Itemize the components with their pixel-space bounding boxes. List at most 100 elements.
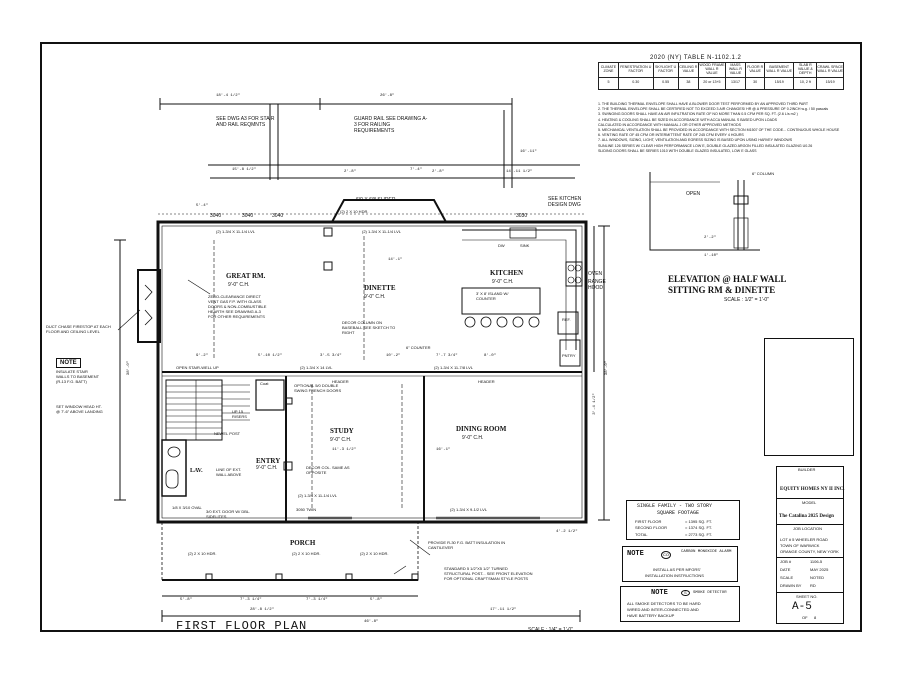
job-location-label: JOB LOCATION bbox=[793, 526, 823, 531]
window-head-note: SET WINDOW HEAD HT. @ 7'-6" ABOVE LANDIN… bbox=[56, 404, 103, 414]
header-label-2: HEADER bbox=[478, 379, 495, 384]
porch-hdr-3: (2) 2 X 10 HDR. bbox=[360, 551, 389, 556]
dim-3-5: 3'-5 3/4" bbox=[320, 354, 342, 358]
oven-label: OVEN bbox=[588, 271, 603, 277]
note-line: 6. VENTING RATE OF 45 CFM OR INTERMITTEN… bbox=[598, 133, 744, 138]
guard-rail-note: GUARD RAIL SEE DRAWING A-3 FOR RAILING R… bbox=[354, 116, 428, 134]
dim-3-4: 5'-4" bbox=[196, 204, 209, 208]
sink-label: SINK bbox=[520, 243, 530, 248]
open-stair-label: OPEN STAIR-WELL UP bbox=[176, 365, 219, 370]
scale-value: NOTED bbox=[810, 575, 824, 580]
ext-wall-note: LINE OF EXT. WALL ABOVE bbox=[216, 467, 242, 477]
tb-divider bbox=[776, 524, 844, 525]
energy-header: SKYLIGHT U FACTOR bbox=[652, 62, 679, 78]
ext-door-note: 3/0 EXT. DOOR W/ DBL. SIDELITES bbox=[206, 509, 251, 519]
sqft-second-label: SECOND FLOOR bbox=[635, 525, 668, 530]
stair-note-label: NOTE bbox=[56, 358, 81, 368]
energy-cell: 15/19 bbox=[816, 76, 844, 90]
dim-top-left: 18'-4 1/2" bbox=[216, 94, 241, 98]
energy-cell: 10, 2 ft bbox=[793, 76, 818, 90]
elev-dim-2: 1'-10" bbox=[704, 254, 719, 258]
dw-label: DW bbox=[498, 243, 505, 248]
drawing-sheet bbox=[40, 42, 862, 632]
dim-right-38: 38'-0" bbox=[605, 360, 610, 376]
builder-name: EQUITY HOMES NY II INC. bbox=[780, 487, 845, 492]
drawn-by-label: DRAWN BY bbox=[780, 583, 802, 588]
co-note-title: CARBON MONOXIDE ALARM bbox=[681, 550, 732, 554]
energy-header: CLIMATE ZONE bbox=[598, 62, 619, 78]
dim-16-1: 16'-1" bbox=[436, 448, 451, 452]
general-notes: 1. THE BUILDING THERMAL ENVELOPE SHALL H… bbox=[598, 102, 848, 154]
sqft-second-value: = 1374 SQ. FT. bbox=[685, 525, 713, 530]
dim-left-38: 38'-0" bbox=[127, 360, 132, 376]
smoke-note-label: NOTE bbox=[651, 589, 668, 597]
header-lvl-2: (2) 1-3/4 X 11-1/4 LVL bbox=[362, 229, 401, 234]
note-line: 4. HEATING & COOLING SHALL BE SIZED IN A… bbox=[598, 117, 777, 122]
insulation-note: PROVIDE R-30 F.G. BATT INSULATION IN CAN… bbox=[428, 540, 506, 550]
dim-7-3b: 7'-3 1/4" bbox=[306, 598, 328, 602]
sheet-number: A-5 bbox=[792, 601, 812, 613]
room-great-rm: GREAT RM. bbox=[226, 272, 266, 280]
dim-2-8b: 2'-8" bbox=[432, 170, 445, 174]
porch-hdr-1: (2) 2 X 10 HDR. bbox=[188, 551, 217, 556]
room-kitchen: KITCHEN bbox=[490, 269, 524, 277]
plan-scale: SCALE : 1/4" = 1'-0" bbox=[528, 627, 573, 633]
dim-5-8b: 5'-8" bbox=[370, 598, 383, 602]
model-label: MODEL bbox=[802, 500, 817, 505]
header-lvl-4: (2) 1-3/4 X 11-7/8 LVL bbox=[434, 365, 473, 370]
dim-4-2: 4'-2 1/2" bbox=[556, 530, 578, 534]
energy-cell: 20 or 13+5 bbox=[698, 76, 726, 90]
logo-box bbox=[764, 338, 854, 456]
window-3040-1: 3040 bbox=[210, 213, 222, 219]
oval-note: 1/8 X 3/10 OVAL bbox=[172, 505, 202, 510]
title-block bbox=[776, 466, 844, 624]
column-label: 6" COLUMN bbox=[752, 171, 775, 176]
sqft-title-2: SQUARE FOOTAGE bbox=[657, 510, 700, 516]
duct-chase-note: DUCT CHASE FIRESTOP AT EACH FLOOR AND CE… bbox=[46, 324, 111, 334]
smoke-note-box: NOTE S SMOKE DETECTOR ALL SMOKE DETECTOR… bbox=[620, 586, 740, 622]
header-lvl-3: (2) 1-3/4 X 14 LVL bbox=[300, 365, 333, 370]
location-line-1: LOT # 5 WHEELER ROAD bbox=[780, 537, 828, 542]
glass-dims: 2'-8" X 6'-8" X 2'-8" bbox=[462, 519, 496, 524]
dinette-ch: 9'-0" C.H. bbox=[364, 294, 386, 300]
fireplace-note: ZERO-CLEARANCE DIRECT VENT GAS F.P. WITH… bbox=[208, 294, 267, 319]
window-3040-2: 3040 bbox=[242, 213, 254, 219]
energy-header: CRAWL SPACE WALL R VALUE bbox=[816, 62, 844, 78]
dim-top-right: 26'-8" bbox=[380, 94, 395, 98]
scale-label: SCALE bbox=[780, 575, 794, 580]
note-line: 3. SWINGING DOORS SHALL HAVE AN AIR INFI… bbox=[598, 112, 798, 117]
room-dinette: DINETTE bbox=[364, 284, 396, 292]
sqft-first-value: = 1395 SQ. FT. bbox=[685, 519, 713, 524]
job-label: JOB # bbox=[780, 559, 792, 564]
stair-note: NOTE INSULATE STAIR WALLS TO BASEMENT (R… bbox=[56, 358, 102, 390]
energy-header: SLAB R VALUE & DEPTH bbox=[793, 62, 818, 78]
dim-9-2: 9'-2" bbox=[196, 354, 209, 358]
tb-divider bbox=[776, 557, 844, 558]
open-label: OPEN bbox=[686, 191, 701, 197]
builder-label: BUILDER bbox=[798, 467, 816, 472]
co-note-label: NOTE bbox=[627, 550, 644, 558]
dim-17-11: 17'-11 1/2" bbox=[490, 608, 517, 612]
energy-cell: 30 bbox=[745, 76, 765, 90]
dim-28-8: 28'-8 1/2" bbox=[250, 608, 275, 612]
energy-header-row: CLIMATE ZONE FENESTRATION U FACTOR SKYLI… bbox=[598, 62, 844, 78]
elevation-title-2: SITTING RM & DINETTE bbox=[668, 285, 776, 295]
dim-7-4: 7'-4" bbox=[410, 168, 423, 172]
room-study: STUDY bbox=[330, 427, 354, 435]
range-hood-label: RANGE HOOD bbox=[588, 279, 606, 291]
date-value: MAY 2025 bbox=[810, 567, 829, 572]
dim-46-8: 46'-8" bbox=[364, 620, 379, 624]
dining-ch: 9'-0" C.H. bbox=[462, 435, 484, 441]
header-lvl-5: (2) 1-3/4 X 11-1/4 LVL bbox=[298, 493, 337, 498]
window-twin: 3050 TWIN bbox=[296, 507, 317, 512]
window-3040-3: 3040 bbox=[272, 213, 284, 219]
pantry-label: PNTRY bbox=[562, 353, 576, 358]
note-line: 1. THE BUILDING THERMAL ENVELOPE SHALL H… bbox=[598, 102, 809, 106]
kitchen-dwg-note: SEE KITCHEN DESIGN DWG bbox=[548, 196, 582, 208]
smoke-note-text-1: ALL SMOKE DETECTORS TO BE HARD bbox=[627, 601, 701, 606]
counter-label: 6" COUNTER bbox=[406, 345, 431, 350]
room-porch: PORCH bbox=[290, 539, 316, 547]
slider-label: 6/0 X 6/8 SLIDER bbox=[356, 197, 396, 203]
insulate-note: INSULATE STAIR WALLS TO BASEMENT (R-13 F… bbox=[56, 369, 99, 384]
square-footage-box: SINGLE FAMILY - TWO STORY SQUARE FOOTAGE… bbox=[626, 500, 740, 540]
